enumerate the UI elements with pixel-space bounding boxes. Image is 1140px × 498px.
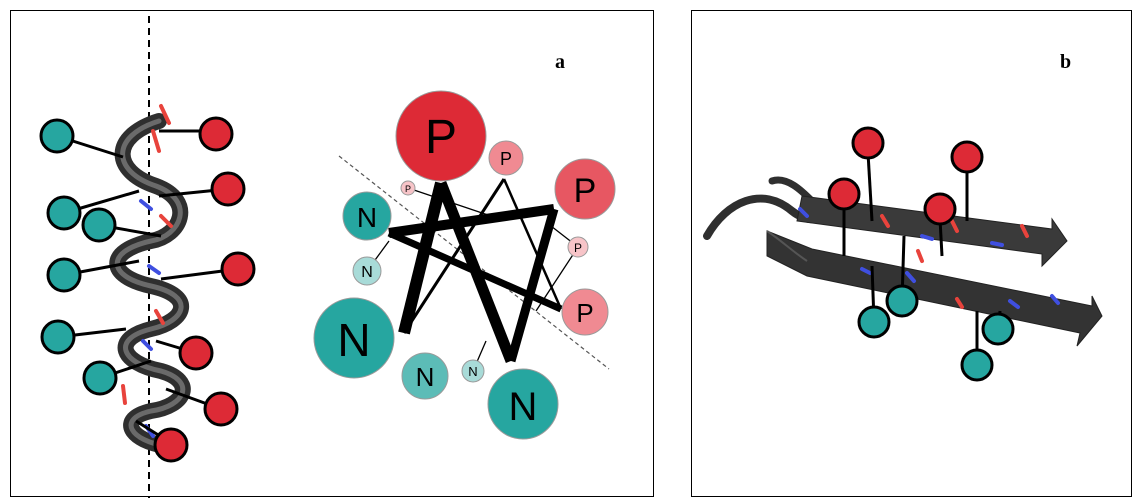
polar-residue-ball	[203, 391, 239, 427]
polar-residue-ball	[210, 171, 246, 207]
nonpolar-residue-ball	[82, 360, 118, 396]
polar-residue-ball	[198, 116, 234, 152]
panel-b-label: b	[1060, 51, 1072, 73]
wheel-residue-n4: N	[401, 352, 449, 400]
wheel-residue-letter: N	[337, 314, 370, 366]
wheel-residue-n1: N	[342, 191, 392, 241]
nonpolar-residue-ball	[885, 284, 919, 318]
polar-residue-ball	[950, 140, 984, 174]
wheel-residue-letter: N	[468, 364, 477, 379]
wheel-residue-letter: P	[576, 298, 593, 328]
wheel-residue-p4: P	[400, 180, 416, 196]
wheel-residue-letter: N	[361, 264, 373, 281]
beta-strand-upper	[796, 195, 1068, 268]
nonpolar-residue-ball	[40, 319, 76, 355]
beta-sheet-figure	[703, 126, 1103, 382]
wheel-residue-p1: P	[395, 90, 487, 182]
wheel-residue-letter: N	[509, 385, 538, 429]
panel-a-label: a	[555, 51, 565, 73]
wheel-residue-letter: P	[500, 149, 512, 169]
nonpolar-residue-ball	[81, 207, 117, 243]
helix-backbone	[109, 113, 191, 454]
sheet-side-chain-atoms	[798, 207, 1060, 309]
wheel-residue-letter: N	[416, 362, 435, 392]
helix-residue-balls	[39, 116, 256, 463]
wheel-residue-letter: N	[357, 202, 377, 233]
wheel-residue-p5: P	[567, 236, 589, 258]
wheel-residue-letter: P	[574, 241, 582, 255]
wheel-residue-letter: P	[425, 111, 457, 164]
wheel-residue-p3: P	[554, 158, 616, 220]
polar-residue-ball	[923, 192, 957, 226]
wheel-thin-spokes	[366, 187, 579, 372]
nonpolar-residue-ball	[46, 257, 82, 293]
wheel-residue-n6: N	[487, 368, 559, 440]
sheet-residue-balls	[827, 126, 1015, 382]
helix-figure: P P P P P	[39, 16, 616, 498]
helix-side-chain-atoms	[121, 104, 173, 438]
wheel-residue-n3: N	[313, 297, 395, 379]
beta-strand-lower	[766, 230, 1103, 347]
nonpolar-residue-ball	[981, 312, 1015, 346]
nonpolar-residue-ball	[857, 305, 891, 339]
wheel-residue-letter: P	[574, 172, 597, 210]
wheel-residue-p2: P	[488, 140, 524, 176]
wheel-residue-letter: P	[405, 184, 411, 194]
wheel-residue-n2: N	[352, 256, 382, 286]
helical-wheel: P P P P P	[313, 90, 616, 440]
panel-b-sheet: b	[691, 10, 1132, 497]
polar-residue-ball	[178, 335, 214, 371]
panel-a-helix: P P P P P	[10, 10, 654, 498]
polar-residue-ball	[851, 126, 885, 160]
wheel-residue-n5: N	[461, 359, 485, 383]
wheel-residues: P P P P P	[313, 90, 616, 440]
sheet-residue-sticks	[842, 152, 1002, 361]
nonpolar-residue-ball	[960, 348, 994, 382]
wheel-star-lines	[387, 178, 563, 364]
polar-residue-ball	[827, 177, 861, 211]
wheel-residue-p6: P	[561, 288, 609, 336]
nonpolar-residue-ball	[39, 118, 75, 154]
polar-residue-ball	[153, 427, 189, 463]
nonpolar-residue-ball	[46, 195, 82, 231]
polar-residue-ball	[220, 251, 256, 287]
